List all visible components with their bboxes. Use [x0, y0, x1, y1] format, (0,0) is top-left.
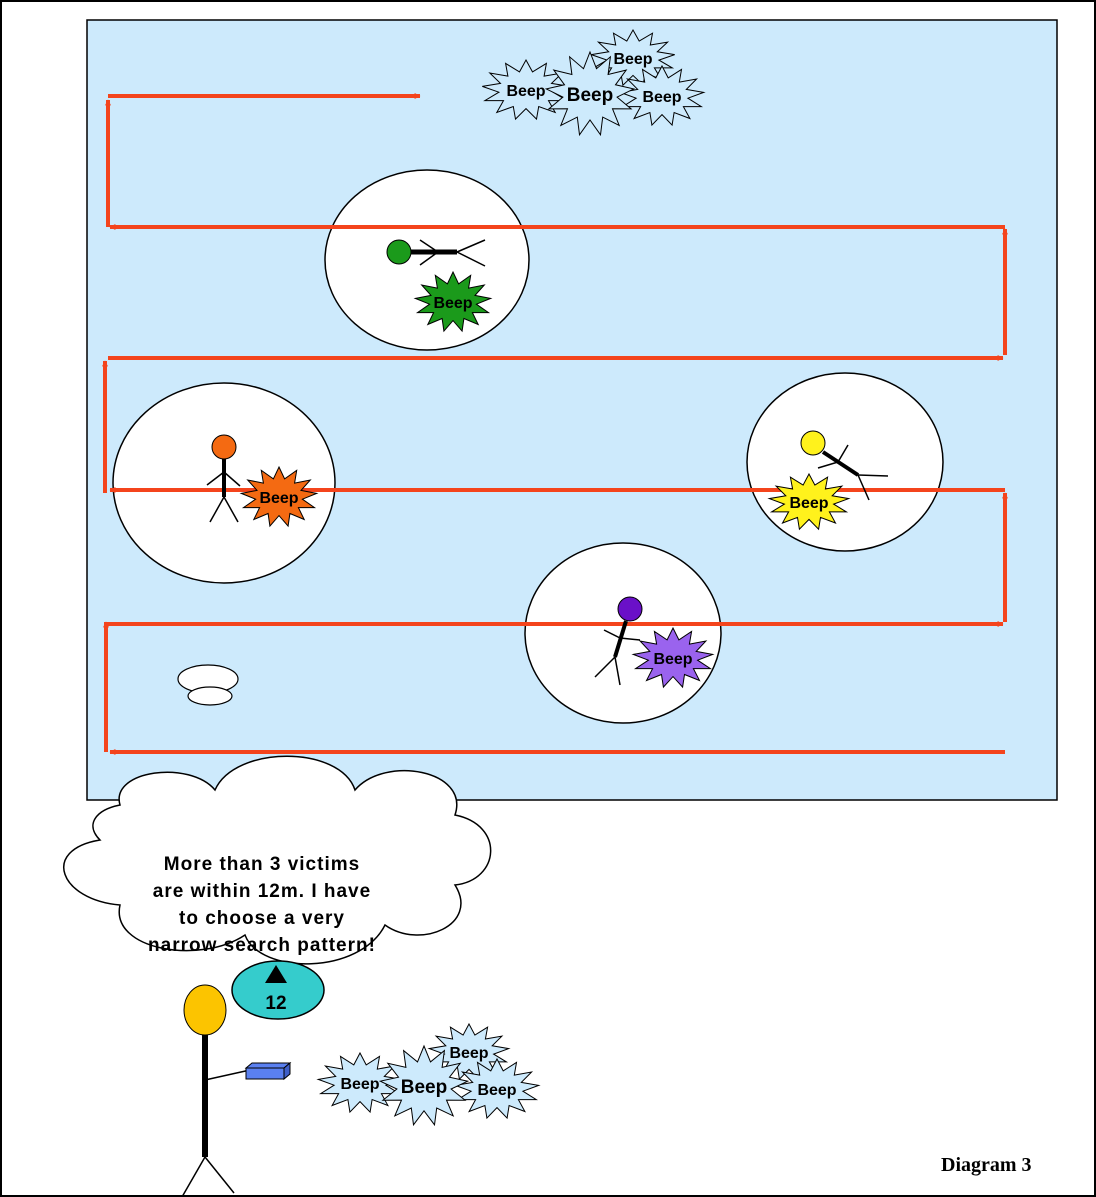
beep-burst-top-4: Beep	[544, 50, 636, 137]
victim-zone-yellow	[746, 372, 944, 552]
thought-line-1: More than 3 victims	[164, 854, 360, 875]
beep-burst-top-1: Beep	[591, 28, 675, 87]
beep-burst-top-2-label: Beep	[506, 83, 545, 100]
beep-burst-bottom-3-shape	[453, 1057, 541, 1120]
beep-burst-bottom-2-label: Beep	[340, 1076, 379, 1093]
beep-burst-yellow: Beep	[767, 472, 851, 531]
display-ellipse	[231, 960, 325, 1020]
victim-purple	[594, 596, 643, 686]
beep-burst-bottom-3-label: Beep	[477, 1082, 516, 1099]
transceiver-box	[244, 1061, 292, 1081]
beep-burst-top-2: Beep	[482, 58, 570, 121]
beep-burst-purple-shape	[631, 626, 715, 689]
beep-burst-green-label: Beep	[433, 295, 472, 312]
beep-burst-orange: Beep	[239, 465, 319, 528]
beep-burst-bottom-2: Beep	[316, 1051, 404, 1114]
beep-burst-orange-shape	[239, 465, 319, 528]
beep-burst-bottom-3: Beep	[453, 1057, 541, 1120]
thought-line-2: are within 12m. I have	[153, 881, 371, 902]
beep-burst-green: Beep	[413, 270, 493, 333]
victim-yellow-head	[800, 430, 826, 456]
transceiver-display: 12	[231, 960, 325, 1020]
rescuer	[181, 984, 292, 1197]
beep-burst-orange-label: Beep	[259, 490, 298, 507]
beep-burst-top-4-label: Beep	[567, 85, 613, 106]
beep-burst-top-3: Beep	[618, 64, 706, 127]
thought-line-3: to choose a very	[179, 908, 345, 929]
beep-burst-green-shape	[413, 270, 493, 333]
victim-orange-head	[211, 434, 237, 460]
thought-line-4: narrow search pattern!	[148, 935, 376, 956]
thought-cloud	[63, 755, 492, 965]
beep-burst-top-3-shape	[618, 64, 706, 127]
beep-burst-top-4-shape	[544, 50, 636, 137]
victim-green-head	[386, 239, 412, 265]
beep-burst-yellow-shape	[767, 472, 851, 531]
display-reading: 12	[265, 993, 286, 1014]
beep-burst-bottom-2-shape	[316, 1051, 404, 1114]
rescuer-head	[183, 984, 227, 1036]
beep-burst-top-3-label: Beep	[642, 89, 681, 106]
beep-burst-purple-label: Beep	[653, 651, 692, 668]
beep-burst-yellow-label: Beep	[789, 495, 828, 512]
beep-burst-bottom-4: Beep	[378, 1044, 470, 1127]
thought-dot-small	[187, 686, 233, 706]
victim-yellow	[800, 430, 889, 501]
victim-purple-head	[617, 596, 643, 622]
victim-orange	[206, 434, 241, 523]
beep-burst-bottom-4-shape	[378, 1044, 470, 1127]
beep-burst-bottom-1-label: Beep	[449, 1045, 488, 1062]
beep-burst-top-1-shape	[591, 28, 675, 87]
beep-burst-top-1-label: Beep	[613, 51, 652, 68]
search-path	[102, 93, 1008, 755]
beep-burst-purple: Beep	[631, 626, 715, 689]
up-triangle-icon	[265, 965, 287, 983]
diagram-caption: Diagram 3	[941, 1154, 1032, 1176]
beep-burst-bottom-4-label: Beep	[401, 1077, 447, 1098]
thought-bubble: More than 3 victims are within 12m. I ha…	[63, 664, 492, 965]
victim-green	[386, 239, 486, 267]
